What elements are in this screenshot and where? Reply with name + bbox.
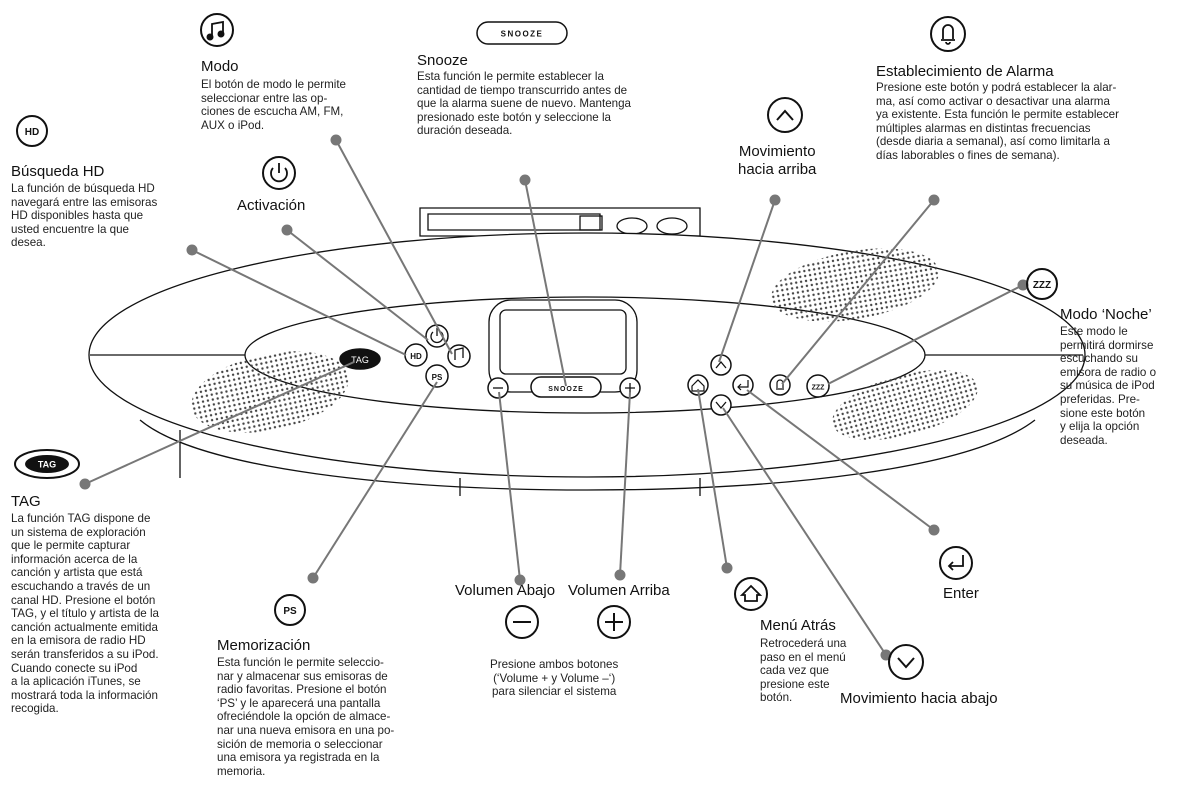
device-down-button <box>710 394 732 416</box>
svg-text:ZZZ: ZZZ <box>1033 280 1051 291</box>
zzz-icon: ZZZ <box>1026 268 1058 300</box>
volumen-desc: Presione ambos botones (‘Volume + y Volu… <box>490 658 619 699</box>
device-snooze-label: SNOOZE <box>548 386 584 393</box>
snooze-desc: Esta función le permite establecer la ca… <box>417 70 631 138</box>
ps-icon: PS <box>274 594 306 626</box>
device-mode-button <box>447 344 471 368</box>
hd-desc: La función de búsqueda HD navegará entre… <box>11 182 158 250</box>
plus-icon <box>597 605 631 639</box>
device-hd-label: HD <box>410 352 422 361</box>
tag-icon: TAG <box>14 449 80 479</box>
device-zzz-button <box>806 374 830 398</box>
hd-icon: HD <box>16 115 48 147</box>
device-zzz-label: ZZZ <box>812 385 826 392</box>
minus-icon <box>505 605 539 639</box>
speaker-grill-bottom-right <box>832 370 978 440</box>
speaker-grill-left <box>191 351 349 433</box>
abajo-title: Movimiento hacia abajo <box>840 690 998 707</box>
svg-text:SNOOZE: SNOOZE <box>501 30 544 39</box>
hd-title: Búsqueda HD <box>11 163 105 180</box>
callout-icons: SNOOZE HD ZZZ TAG PS <box>14 13 1058 680</box>
svg-text:TAG: TAG <box>38 460 56 470</box>
noche-title: Modo ‘Noche’ <box>1060 306 1152 323</box>
enter-title: Enter <box>943 585 979 602</box>
modo-title: Modo <box>201 58 239 75</box>
snooze-title: Snooze <box>417 52 468 69</box>
speaker-grill-top-right <box>771 248 939 322</box>
power-icon <box>262 156 296 190</box>
activacion-title: Activación <box>237 197 306 214</box>
modo-desc: El botón de modo le permite seleccionar … <box>201 78 347 132</box>
device-tag-label: TAG <box>351 355 369 365</box>
ps-title: Memorización <box>217 637 311 654</box>
snooze-button-icon: SNOOZE <box>476 21 568 45</box>
chevron-down-icon <box>888 644 924 680</box>
leader-lines <box>79 134 1029 661</box>
device-ps-button <box>425 364 449 388</box>
enter-icon <box>939 546 973 580</box>
arriba-title: Movimiento hacia arriba <box>738 143 817 178</box>
device-snooze-button <box>530 376 602 398</box>
alarma-title: Establecimiento de Alarma <box>876 63 1054 80</box>
menu-title: Menú Atrás <box>760 617 836 634</box>
music-note-icon <box>200 13 234 47</box>
volumen-arriba-title: Volumen Arriba <box>568 582 670 599</box>
chevron-up-icon <box>767 97 803 133</box>
home-icon <box>734 577 768 611</box>
noche-desc: Este modo le permitirá dormirse escuchan… <box>1060 325 1157 447</box>
bell-icon <box>930 16 966 52</box>
radio-device <box>88 207 1086 496</box>
svg-text:PS: PS <box>283 606 297 617</box>
ps-desc: Esta función le permite seleccio- nar y … <box>217 656 395 778</box>
menu-desc: Retrocederá una paso en el menú cada vez… <box>760 637 847 705</box>
tag-desc: La función TAG dispone de un sistema de … <box>11 512 159 716</box>
alarma-desc: Presione este botón y podrá establecer l… <box>876 81 1119 162</box>
device-ps-label: PS <box>432 373 443 382</box>
tag-title: TAG <box>11 493 41 510</box>
device-buttons: TAG HD PS SNOOZE ZZZ <box>339 324 830 416</box>
svg-text:HD: HD <box>25 127 39 138</box>
volumen-abajo-title: Volumen Abajo <box>455 582 556 599</box>
